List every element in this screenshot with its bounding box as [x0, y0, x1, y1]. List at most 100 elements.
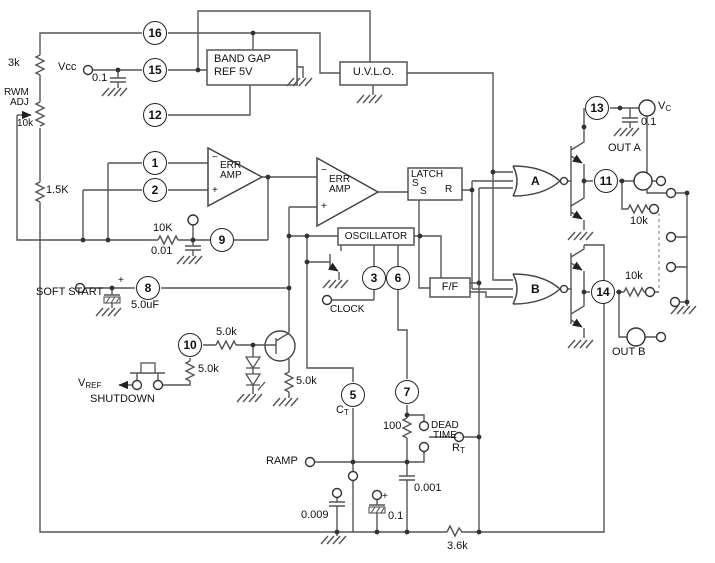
latch-s1: S: [412, 178, 419, 189]
resistor-fb-10k: [157, 234, 179, 246]
arrow-wires: [17, 110, 583, 390]
dead-time-label-2: TIME: [433, 430, 457, 441]
resistor-3-6k: [446, 524, 467, 538]
gate-b: [512, 273, 561, 305]
oscillator-box: [337, 227, 415, 246]
pin-13[interactable]: 13: [585, 96, 609, 120]
shutdown-switch-terminal[interactable]: [131, 379, 143, 391]
amp2-label-1: ERR: [329, 174, 351, 185]
clock-label: CLOCK: [330, 304, 365, 315]
c-fb-label: 0.01: [151, 245, 173, 257]
amp1-label-1: ERR: [220, 160, 242, 171]
vc-terminal[interactable]: [638, 99, 656, 117]
pin-16[interactable]: 16: [143, 21, 167, 45]
latch-title: LATCH: [411, 169, 444, 180]
resistor-pin10-5k: [184, 360, 196, 382]
r10kb-jack[interactable]: [644, 286, 656, 298]
bus-jack[interactable]: [665, 261, 677, 273]
ground-icon: [320, 535, 347, 545]
pin-3[interactable]: 3: [362, 266, 386, 290]
dead-time-terminal[interactable]: [418, 420, 430, 432]
pin-1[interactable]: 1: [143, 151, 167, 175]
r-outb-10k-label: 10k: [625, 270, 643, 282]
soft-start-terminal[interactable]: [74, 282, 86, 294]
resistor-outb-10k: [623, 286, 645, 298]
uvlo-box: [339, 61, 408, 86]
resistors: [34, 54, 649, 538]
r-base-5k-label: 5.0k: [216, 326, 237, 338]
resistor-outa-10k: [627, 203, 649, 215]
amp1-plus: +: [212, 185, 218, 196]
pin-6[interactable]: 6: [386, 266, 410, 290]
band-gap-label-1: BAND GAP: [214, 53, 271, 65]
function-blocks: [206, 49, 471, 298]
vc-label: VC: [658, 100, 672, 113]
shutdown-transistor: [264, 330, 296, 362]
ramp-terminal[interactable]: [304, 456, 316, 468]
bus-jack[interactable]: [665, 187, 677, 199]
resistor-base-5k: [215, 339, 237, 351]
pin-15[interactable]: 15: [143, 58, 167, 82]
uvlo-label: U.V.L.O.: [352, 66, 395, 78]
shutdown-label: SHUTDOWN: [90, 393, 155, 405]
pin-5[interactable]: 5: [341, 383, 365, 407]
latch-r: R: [445, 184, 453, 195]
r10ka-jack[interactable]: [648, 203, 660, 215]
resistor-3k: [34, 54, 46, 76]
ground-icon: [613, 127, 640, 137]
r-1-5k-label: 1.5K: [46, 184, 69, 196]
clock-terminal[interactable]: [321, 294, 333, 306]
c-0001-label: 0.001: [414, 482, 442, 494]
ground-icon: [272, 397, 299, 407]
amp2-label-2: AMP: [329, 184, 351, 195]
pin-10[interactable]: 10: [178, 333, 202, 357]
ct-jumper-terminal[interactable]: [347, 470, 359, 482]
shutdown-switch-terminal[interactable]: [152, 379, 164, 391]
flip-flop-label: F/F: [441, 281, 459, 293]
out-a-label: OUT A: [608, 142, 641, 154]
comp-test-terminal[interactable]: [187, 214, 199, 226]
pin-2[interactable]: 2: [143, 178, 167, 202]
pwm-adj-label-2: ADJ: [10, 97, 29, 108]
r-emit-5k-label: 5.0k: [296, 375, 317, 387]
band-gap-box: [206, 49, 298, 86]
c-0009-label: 0.009: [301, 509, 329, 521]
amp2-minus: −: [321, 165, 327, 176]
bus-jack[interactable]: [669, 296, 681, 308]
shutdown-switch-cap[interactable]: [140, 362, 156, 374]
pin-12[interactable]: 12: [143, 103, 167, 127]
ground-icon: [567, 339, 594, 349]
r-outa-10k-label: 10k: [630, 215, 648, 227]
soft-start-label: SOFT START: [36, 286, 104, 298]
error-amplifiers: [207, 146, 380, 228]
pin-14[interactable]: 14: [591, 280, 615, 304]
out-b-jack[interactable]: [655, 331, 667, 343]
plus-bot-label: +: [382, 491, 388, 502]
ground-icon: [322, 279, 349, 289]
vcc-terminal[interactable]: [82, 64, 94, 76]
out-a-jack[interactable]: [655, 175, 667, 187]
r-pin10-5k-label: 5.0k: [198, 363, 219, 375]
out-b-probe[interactable]: [626, 327, 646, 347]
diode-2: [244, 373, 262, 387]
c01-terminal[interactable]: [371, 489, 383, 501]
out-a-probe[interactable]: [633, 171, 653, 191]
rt-terminal[interactable]: [453, 431, 465, 443]
c-soft-label: 5.0uF: [131, 299, 160, 311]
soft-plus-label: +: [118, 275, 124, 286]
pin-11[interactable]: 11: [594, 169, 618, 193]
bus-jack[interactable]: [665, 231, 677, 243]
gate-a-label: A: [531, 174, 540, 188]
c-01-bot-label: 0.1: [388, 510, 404, 522]
c009-terminal[interactable]: [331, 487, 343, 499]
ct-label: CT: [336, 404, 349, 417]
dead-time-terminal[interactable]: [418, 441, 430, 453]
pin-9[interactable]: 9: [210, 228, 234, 252]
junction-dots: [80, 30, 690, 535]
pin-8[interactable]: 8: [136, 276, 160, 300]
resistor-100: [401, 417, 413, 439]
pin-7[interactable]: 7: [395, 380, 419, 404]
latch-box: [407, 167, 463, 201]
diodes: [244, 356, 266, 391]
